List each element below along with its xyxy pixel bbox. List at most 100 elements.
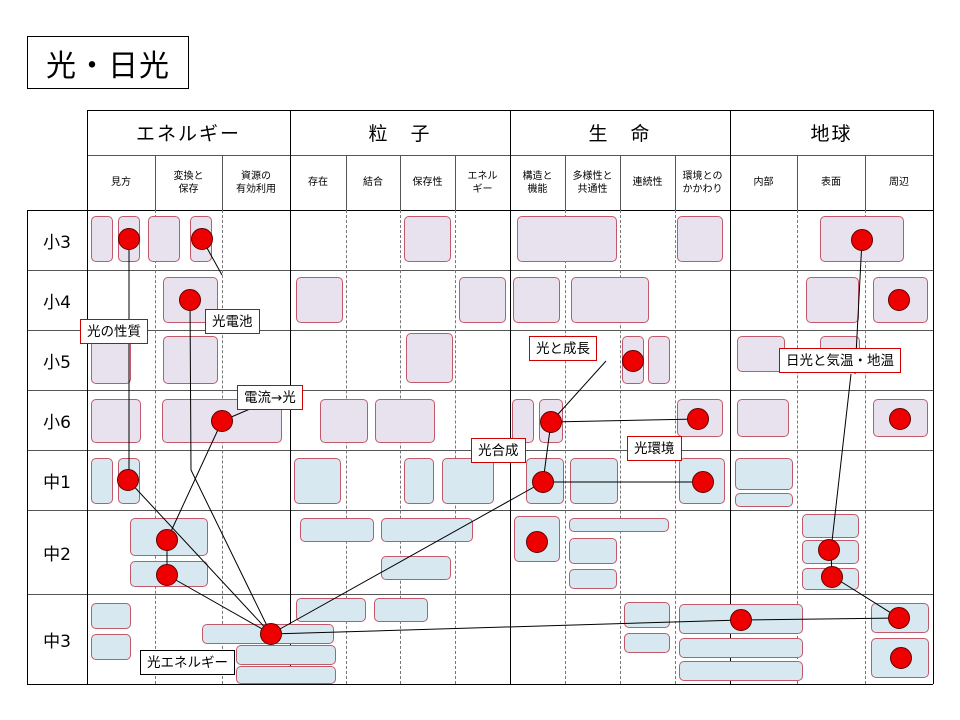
subcol-particle-energy: エネル ギー <box>467 170 498 195</box>
label-current-to-light: 電流→光 <box>237 385 303 410</box>
category-particle: 粒 子 <box>368 123 432 145</box>
subcol-conversion: 変換と 保存 <box>173 170 204 195</box>
subcol-bonding: 結合 <box>363 177 383 188</box>
topic-dot <box>156 529 178 551</box>
connector-line <box>740 617 900 621</box>
topic-dot <box>211 410 233 432</box>
curriculum-cell <box>91 634 131 660</box>
subcol-structure: 構造と 機能 <box>522 170 553 195</box>
connector-line <box>830 373 852 551</box>
curriculum-cell <box>300 518 374 542</box>
curriculum-cell <box>236 645 336 665</box>
curriculum-cell <box>236 666 336 684</box>
topic-dot <box>526 531 548 553</box>
subcol-environment: 環境との かかわり <box>682 170 723 195</box>
curriculum-cell <box>404 216 451 262</box>
label-light-energy: 光エネルギー <box>140 650 235 675</box>
curriculum-cell <box>624 602 670 628</box>
topic-dot <box>540 411 562 433</box>
row-grade-j2: 中2 <box>43 544 71 565</box>
category-energy: エネルギー <box>135 123 241 145</box>
grid-line <box>865 155 866 210</box>
grid-line <box>933 110 934 684</box>
grid-dash <box>346 210 347 684</box>
topic-dot <box>818 539 840 561</box>
topic-dot <box>117 469 139 491</box>
curriculum-cell <box>648 336 670 384</box>
topic-dot <box>890 647 912 669</box>
curriculum-cell <box>735 493 793 507</box>
curriculum-cell <box>459 277 506 323</box>
topic-dot <box>692 471 714 493</box>
row-grade-j3: 中3 <box>43 631 71 652</box>
connector-line <box>166 574 272 635</box>
grid-dash <box>222 210 223 684</box>
curriculum-cell <box>296 277 343 323</box>
topic-dot <box>118 228 140 250</box>
curriculum-cell <box>91 399 141 443</box>
curriculum-cell <box>91 216 113 262</box>
category-earth: 地球 <box>810 123 853 145</box>
grid-dash <box>620 210 621 684</box>
row-grade-e6: 小6 <box>43 412 71 433</box>
label-light-properties: 光の性質 <box>80 319 148 344</box>
subcol-surroundings: 周辺 <box>889 177 909 188</box>
grid-dash <box>155 210 156 684</box>
curriculum-cell <box>679 638 803 658</box>
topic-dot <box>888 289 910 311</box>
curriculum-cell <box>679 458 725 504</box>
grid-line <box>155 155 156 210</box>
topic-dot <box>888 607 910 629</box>
grid-line <box>27 594 933 595</box>
subcol-continuity: 連続性 <box>632 177 663 188</box>
grid-line <box>27 330 933 331</box>
grid-dash <box>400 210 401 684</box>
row-grade-e3: 小3 <box>43 232 71 253</box>
label-photovoltaic: 光電池 <box>205 309 260 334</box>
connector-line <box>127 479 272 635</box>
label-photosynthesis: 光合成 <box>471 438 526 463</box>
grid-line <box>27 510 933 511</box>
connector-line <box>550 360 607 423</box>
curriculum-cell <box>513 277 560 323</box>
curriculum-cell <box>381 556 451 580</box>
connector-line <box>166 420 223 541</box>
subcol-existence: 存在 <box>308 177 328 188</box>
curriculum-cell <box>404 458 434 504</box>
grid-line <box>620 155 621 210</box>
curriculum-cell <box>375 399 435 443</box>
label-light-environment: 光環境 <box>627 436 682 461</box>
connector-line <box>550 418 699 423</box>
topic-dot <box>532 471 554 493</box>
curriculum-cell <box>406 333 453 383</box>
grid-line <box>510 110 511 684</box>
grid-line <box>27 270 933 271</box>
topic-dot <box>622 350 644 372</box>
grid-line <box>797 155 798 210</box>
grid-line <box>565 155 566 210</box>
curriculum-cell <box>677 216 723 262</box>
grid-dash <box>455 210 456 684</box>
topic-dot <box>889 408 911 430</box>
label-growth: 光と成長 <box>529 336 597 361</box>
topic-dot <box>156 564 178 586</box>
curriculum-cell <box>624 633 670 653</box>
row-grade-j1: 中1 <box>43 472 71 493</box>
grid-line <box>455 155 456 210</box>
grid-line <box>730 110 731 684</box>
connector-line <box>270 619 742 635</box>
grid-line <box>400 155 401 210</box>
curriculum-cell <box>294 458 341 504</box>
curriculum-cell <box>296 598 366 622</box>
topic-dot <box>191 228 213 250</box>
subcol-resources: 資源の 有効利用 <box>236 170 276 195</box>
grid-line <box>222 155 223 210</box>
grid-dash <box>865 210 866 684</box>
subcol-diversity: 多様性と 共通性 <box>572 170 613 195</box>
grid-line <box>27 684 933 685</box>
grid-line <box>27 210 28 684</box>
grid-dash <box>797 210 798 684</box>
curriculum-cell <box>570 458 618 504</box>
connector-line <box>270 481 544 635</box>
